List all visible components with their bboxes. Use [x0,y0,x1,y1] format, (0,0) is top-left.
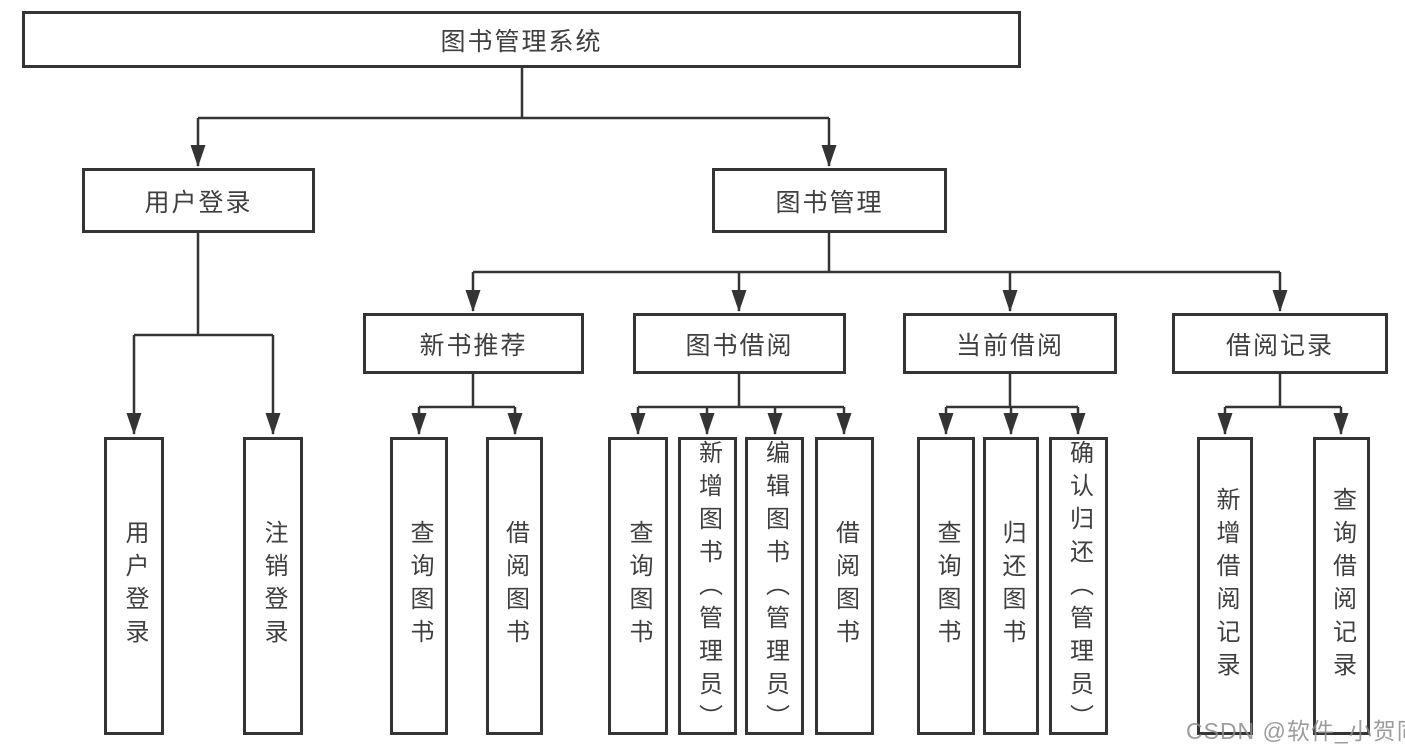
node-root-library-system: 图书管理系统 [22,11,1021,68]
leaf-add-borrow-record: 新增借阅记录 [1197,437,1253,735]
leaf-user-login: 用户登录 [104,437,164,735]
node-user-login: 用户登录 [82,168,315,233]
leaf-label: 确认归还（管理员） [1065,440,1093,737]
leaf-label: 编辑图书（管理员） [761,440,789,737]
leaf-query-books-current: 查询图书 [917,437,975,735]
leaf-label: 新增借阅记录 [1212,487,1239,685]
node-new-book-recommend: 新书推荐 [363,313,584,374]
leaf-borrow-books: 借阅图书 [815,437,874,735]
leaf-add-books-admin: 新增图书（管理员） [678,437,737,737]
leaf-label: 注销登录 [260,520,287,652]
csdn-watermark: CSDN @软件_小贺同学 [1186,718,1405,744]
node-book-management: 图书管理 [712,168,947,233]
leaf-label: 借阅图书 [831,520,859,652]
leaf-confirm-return-admin: 确认归还（管理员） [1049,437,1108,737]
leaf-label: 归还图书 [998,520,1025,652]
node-book-borrowing: 图书借阅 [633,313,846,374]
leaf-label: 用户登录 [121,520,148,652]
node-borrowing-records: 借阅记录 [1172,313,1388,374]
leaf-label: 查询图书 [625,520,652,652]
leaf-label: 新增图书（管理员） [694,440,722,737]
node-current-borrowing: 当前借阅 [903,313,1117,374]
leaf-edit-books-admin: 编辑图书（管理员） [745,437,804,737]
leaf-borrow-books-recommend: 借阅图书 [486,437,543,735]
leaf-label: 查询图书 [933,520,960,652]
leaf-label: 借阅图书 [501,520,529,652]
leaf-label: 查询图书 [406,520,433,652]
leaf-query-books-borrow: 查询图书 [608,437,668,735]
leaf-return-books: 归还图书 [983,437,1039,735]
leaf-query-books-recommend: 查询图书 [390,437,448,735]
leaf-query-borrow-record: 查询借阅记录 [1313,437,1370,735]
leaf-logout: 注销登录 [243,437,303,735]
leaf-label: 查询借阅记录 [1328,487,1356,685]
